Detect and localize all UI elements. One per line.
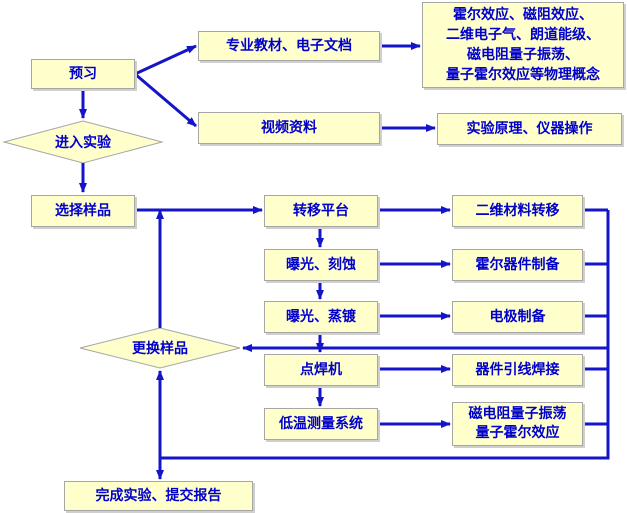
textbooks-box: 专业教材、电子文档 <box>198 31 380 61</box>
transfer-platform-box: 转移平台 <box>264 195 378 227</box>
video-box: 视频资料 <box>198 112 380 144</box>
select-sample-box: 选择样品 <box>31 195 135 227</box>
electrode-box: 电极制备 <box>452 301 583 333</box>
arrow-results-to-finish <box>156 348 610 480</box>
spot-welder-box: 点焊机 <box>264 354 378 386</box>
measurement-results-box: 磁电阻量子振荡 量子霍尔效应 <box>452 402 583 446</box>
wire-bonding-box: 器件引线焊接 <box>452 354 583 386</box>
material-transfer-box: 二维材料转移 <box>452 195 583 227</box>
low-temp-system-box: 低温测量系统 <box>264 408 378 440</box>
exposure-etching-box: 曝光、刻蚀 <box>264 249 378 281</box>
enter-experiment-label: 进入实验 <box>55 135 111 151</box>
arrow-results-to-change-sample <box>243 208 610 426</box>
principles-box: 实验原理、仪器操作 <box>437 113 622 145</box>
concepts-box: 霍尔效应、磁阻效应、 二维电子气、朗道能级、 磁电阻量子振荡、 量子霍尔效应等物… <box>422 2 624 88</box>
arrow-preview-to-video <box>134 72 197 128</box>
finish-box: 完成实验、提交报告 <box>64 481 253 511</box>
change-sample-diamond <box>79 327 241 369</box>
change-sample-label: 更换样品 <box>132 341 188 357</box>
preview-box: 预习 <box>31 59 135 89</box>
arrow-preview-to-textbooks <box>134 44 197 76</box>
exposure-evaporation-box: 曝光、蒸镀 <box>264 301 378 333</box>
hall-device-box: 霍尔器件制备 <box>452 249 583 281</box>
